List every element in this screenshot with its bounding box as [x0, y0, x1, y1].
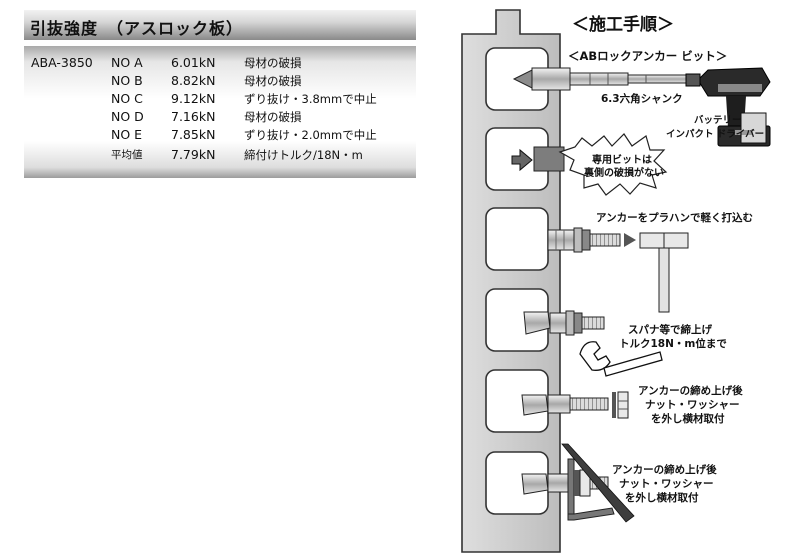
nut [617, 391, 629, 419]
average-value: 7.79kN [171, 147, 216, 162]
angle-bracket [567, 458, 575, 515]
table-row: NO D 7.16kN 母材の破損 [24, 109, 416, 127]
shank-label: 6.3六角シャンク [601, 93, 683, 105]
table-row: NO A 6.01kN 母材の破損 [24, 55, 416, 73]
step-anchor-hammered [547, 227, 689, 313]
plastic-hammer-icon [639, 232, 689, 313]
sample-no: NO E [111, 127, 143, 142]
step-nut-removed [521, 391, 629, 419]
burst-bubble [558, 133, 668, 196]
sample-no: NO D [111, 109, 144, 124]
table-row: NO E 7.85kN ずり抜け・2.0mmで中止 [24, 127, 416, 145]
average-label: 平均値 [111, 149, 143, 161]
bit-label: ＜ABロックアンカー ビット＞ [568, 49, 728, 63]
hammer-label: アンカーをプラハンで軽く打込む [596, 212, 753, 224]
driver-label: インパクト ドライバー [666, 129, 765, 140]
anchor-drill-bit [512, 67, 687, 91]
strength-table-header: 引抜強度 （アスロック板） [24, 10, 416, 40]
mount-label: ナット・ワッシャー [619, 478, 714, 490]
wrench-label: トルク18N・m位まで [619, 338, 727, 350]
spanner-icon [579, 341, 663, 377]
hollow-core [485, 207, 549, 271]
strength-table: ABA-3850 NO A 6.01kN 母材の破損 NO B 8.82kN 母… [24, 46, 416, 178]
bubble-text: 裏側の破損がない [584, 168, 664, 179]
remove-label: ナット・ワッシャー [645, 399, 740, 411]
washer [612, 392, 616, 418]
arrow-icon [624, 233, 636, 247]
pull-out-value: 7.85kN [171, 127, 216, 142]
pull-out-value: 6.01kN [171, 55, 216, 70]
pull-out-value: 8.82kN [171, 73, 216, 88]
driver-label: バッテリー [694, 115, 742, 126]
model-number: ABA-3850 [31, 55, 93, 70]
step-bit-seated [511, 133, 668, 196]
pull-out-value: 7.16kN [171, 109, 216, 124]
strength-table-title: 引抜強度 （アスロック板） [30, 19, 244, 38]
table-row-average: 平均値 7.79kN 締付けトルク/18N・m [24, 147, 416, 165]
pull-out-value: 9.12kN [171, 91, 216, 106]
remove-label: を外し横材取付 [651, 413, 725, 425]
failure-mode: ずり抜け・2.0mmで中止 [244, 128, 377, 142]
sample-no: NO B [111, 73, 143, 88]
table-row: NO B 8.82kN 母材の破損 [24, 73, 416, 91]
step-anchor-tightened [523, 310, 663, 377]
mount-label: アンカーの締め上げ後 [612, 464, 717, 476]
procedure-title: ＜施工手順＞ [572, 15, 674, 35]
procedure-diagram [461, 9, 771, 553]
tightening-torque: 締付けトルク/18N・m [244, 148, 363, 162]
mount-label: を外し横材取付 [625, 492, 699, 504]
cement-board-section [461, 9, 561, 553]
remove-label: アンカーの締め上げ後 [638, 385, 743, 397]
failure-mode: 母材の破損 [244, 56, 302, 70]
table-row: NO C 9.12kN ずり抜け・3.8mmで中止 [24, 91, 416, 109]
failure-mode: 母材の破損 [244, 74, 302, 88]
step-bracket-mounted [521, 443, 635, 523]
failure-mode: 母材の破損 [244, 110, 302, 124]
bubble-text: 専用ビットは [592, 155, 652, 166]
wrench-label: スパナ等で締上げ [628, 324, 712, 336]
impact-driver [685, 67, 771, 147]
sample-no: NO A [111, 55, 143, 70]
arrow-icon [511, 148, 533, 172]
sample-no: NO C [111, 91, 143, 106]
failure-mode: ずり抜け・3.8mmで中止 [244, 92, 377, 106]
